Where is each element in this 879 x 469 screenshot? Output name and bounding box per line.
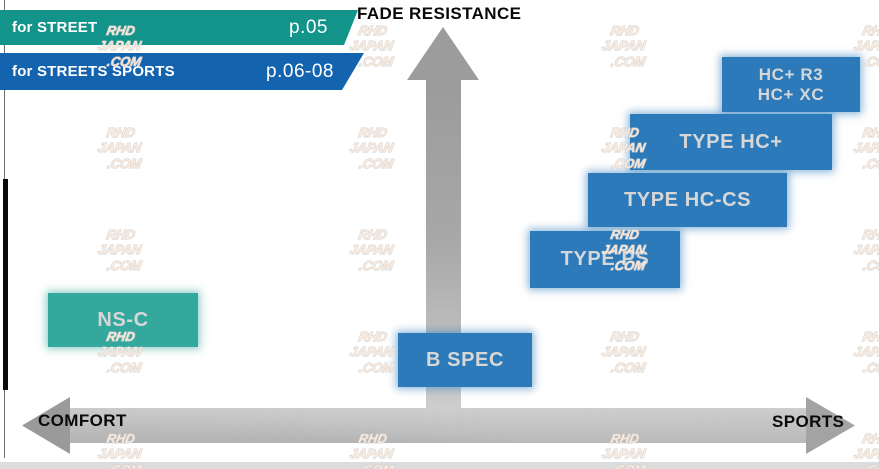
legend-banner-for-streets-sports: for STREETS SPORTS p.06-08 (0, 53, 364, 90)
product-box-type-hc-cs: TYPE HC-CS (588, 173, 787, 227)
product-label: TYPE HC-CS (623, 188, 752, 211)
product-box-type-ps: TYPE PS (530, 231, 680, 288)
legend-label: for STREETS SPORTS (12, 63, 175, 80)
fade-resistance-axis-label: FADE RESISTANCE (357, 4, 522, 23)
product-box-hc-plus-r3-xc: HC+ R3 HC+ XC (722, 57, 860, 112)
product-box-ns-c: NS-C (48, 293, 198, 347)
product-box-b-spec: B SPEC (398, 333, 532, 387)
product-label-line2: HC+ XC (757, 84, 825, 104)
up-arrowhead-icon (407, 27, 479, 80)
product-label: B SPEC (425, 348, 505, 371)
comfort-axis-label: COMFORT (38, 411, 127, 430)
product-box-type-hc-plus: TYPE HC+ (630, 114, 832, 170)
comfort-sports-axis-shaft (64, 408, 810, 443)
fade-axis-shaft (426, 78, 461, 443)
product-label: TYPE PS (560, 248, 650, 270)
product-label-line1: HC+ R3 (758, 64, 824, 84)
legend-page-ref: p.05 (289, 16, 328, 38)
legend-page-ref: p.06-08 (266, 60, 334, 82)
page-edge-line-bold (3, 179, 8, 390)
sports-axis-label: SPORTS (772, 412, 845, 431)
product-label: TYPE HC+ (679, 130, 783, 153)
legend-label: for STREET (12, 19, 98, 36)
product-label: NS-C (97, 308, 149, 331)
legend-banner-for-street: for STREET p.05 (0, 10, 358, 45)
bottom-page-strip (0, 462, 879, 469)
